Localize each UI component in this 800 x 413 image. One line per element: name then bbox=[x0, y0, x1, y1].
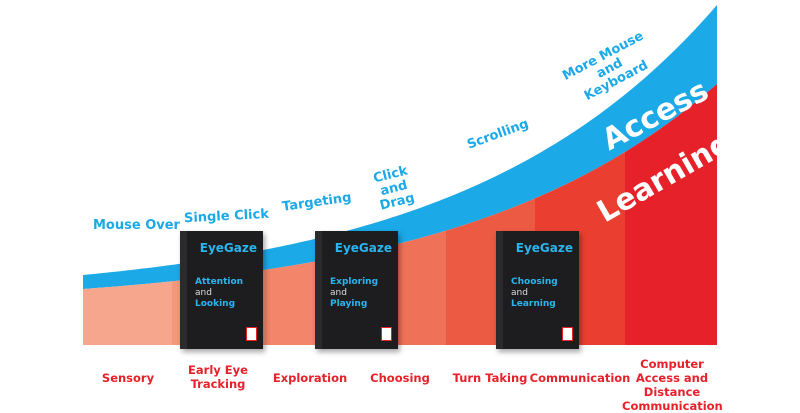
publisher-logo-icon bbox=[246, 327, 257, 341]
skill-mouse-over: Mouse Over bbox=[93, 218, 180, 233]
learning-stage-segment bbox=[625, 84, 717, 345]
access-band bbox=[83, 5, 717, 289]
stage-turn-taking: Turn Taking bbox=[452, 371, 528, 385]
stage-computer-access-distance-communication: Computer Access and Distance Communicati… bbox=[622, 357, 723, 413]
stage-exploration: Exploration bbox=[272, 371, 348, 385]
stage-sensory: Sensory bbox=[101, 371, 155, 385]
eyegaze-logo: EyeGaze bbox=[334, 241, 392, 255]
learning-stage-segment bbox=[83, 281, 172, 345]
publisher-logo-icon bbox=[562, 327, 573, 341]
stage-communication: Communication bbox=[529, 371, 631, 385]
stage-early-eye-tracking: Early Eye Tracking bbox=[188, 363, 248, 391]
eyegaze-logo: EyeGaze bbox=[199, 241, 257, 255]
publisher-logo-icon bbox=[381, 327, 392, 341]
stage-choosing: Choosing bbox=[370, 371, 430, 385]
eyegaze-logo: EyeGaze bbox=[515, 241, 573, 255]
